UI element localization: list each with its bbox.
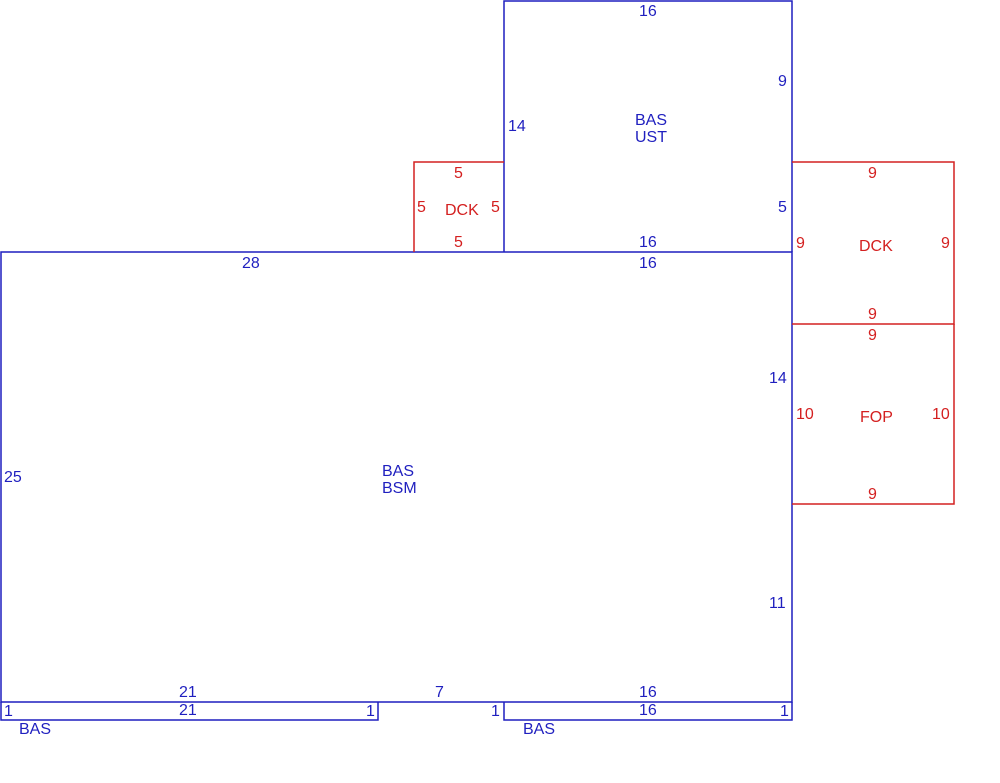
porch-area: FOP 9 10 10 9 (792, 324, 955, 505)
left-strip-right-dimension: 1 (366, 703, 375, 720)
upper-story-right-upper-dimension: 9 (778, 73, 787, 90)
porch-code: FOP (860, 409, 893, 426)
left-deck-right-dimension: 5 (491, 199, 500, 216)
upper-story-left-dimension: 14 (508, 118, 526, 135)
right-deck-left-dimension: 9 (796, 235, 805, 252)
left-deck-top-dimension: 5 (454, 165, 463, 182)
porch-left-dimension: 10 (796, 406, 814, 423)
main-floor-code: BAS (382, 463, 414, 480)
right-strip-right-dimension: 1 (780, 703, 789, 720)
right-deck-area: DCK 9 9 9 9 (792, 161, 955, 325)
main-floor-right-lower-dimension: 11 (769, 595, 786, 612)
main-floor-area: BAS BSM 28 16 25 14 11 21 7 16 (0, 251, 793, 703)
porch-outline (792, 324, 955, 505)
left-deck-outline (413, 161, 504, 252)
main-floor-bottom-right-dimension: 16 (639, 684, 657, 701)
upper-story-code: BAS (635, 112, 667, 129)
upper-story-top-dimension: 16 (639, 3, 657, 20)
upper-story-right-lower-dimension: 5 (778, 199, 787, 216)
porch-top-dimension: 9 (868, 327, 877, 344)
main-floor-top-right-dimension: 16 (639, 255, 657, 272)
right-strip-code: BAS (523, 721, 555, 738)
upper-story-outline (503, 0, 793, 252)
main-floor-subcode: BSM (382, 480, 417, 497)
left-deck-area: DCK 5 5 5 5 (413, 161, 504, 252)
left-strip-outline (0, 702, 379, 721)
right-deck-outline (792, 161, 955, 325)
upper-story-bottom-dimension: 16 (639, 234, 657, 251)
left-deck-bottom-dimension: 5 (454, 234, 463, 251)
left-strip-top-dimension: 21 (179, 702, 197, 719)
right-strip-outline (503, 702, 793, 721)
right-deck-top-dimension: 9 (868, 165, 877, 182)
right-strip-left-dimension: 1 (491, 703, 500, 720)
left-strip-code: BAS (19, 721, 51, 738)
right-deck-code: DCK (859, 238, 893, 255)
main-floor-right-upper-dimension: 14 (769, 370, 787, 387)
right-deck-bottom-dimension: 9 (868, 306, 877, 323)
porch-right-dimension: 10 (932, 406, 950, 423)
left-deck-code: DCK (445, 202, 479, 219)
upper-story-subcode: UST (635, 129, 667, 146)
right-strip-area: BAS 16 1 1 (491, 702, 793, 738)
main-floor-left-dimension: 25 (4, 469, 22, 486)
main-floor-bottom-mid-dimension: 7 (435, 684, 444, 701)
left-strip-area: BAS 21 1 1 (0, 702, 379, 738)
left-strip-left-dimension: 1 (4, 703, 13, 720)
right-deck-right-dimension: 9 (941, 235, 950, 252)
main-floor-top-dimension: 28 (242, 255, 260, 272)
upper-story-area: BAS UST 16 14 9 5 16 (503, 0, 793, 252)
porch-bottom-dimension: 9 (868, 486, 877, 503)
main-floor-bottom-left-dimension: 21 (179, 684, 197, 701)
left-deck-left-dimension: 5 (417, 199, 426, 216)
right-strip-top-dimension: 16 (639, 702, 657, 719)
